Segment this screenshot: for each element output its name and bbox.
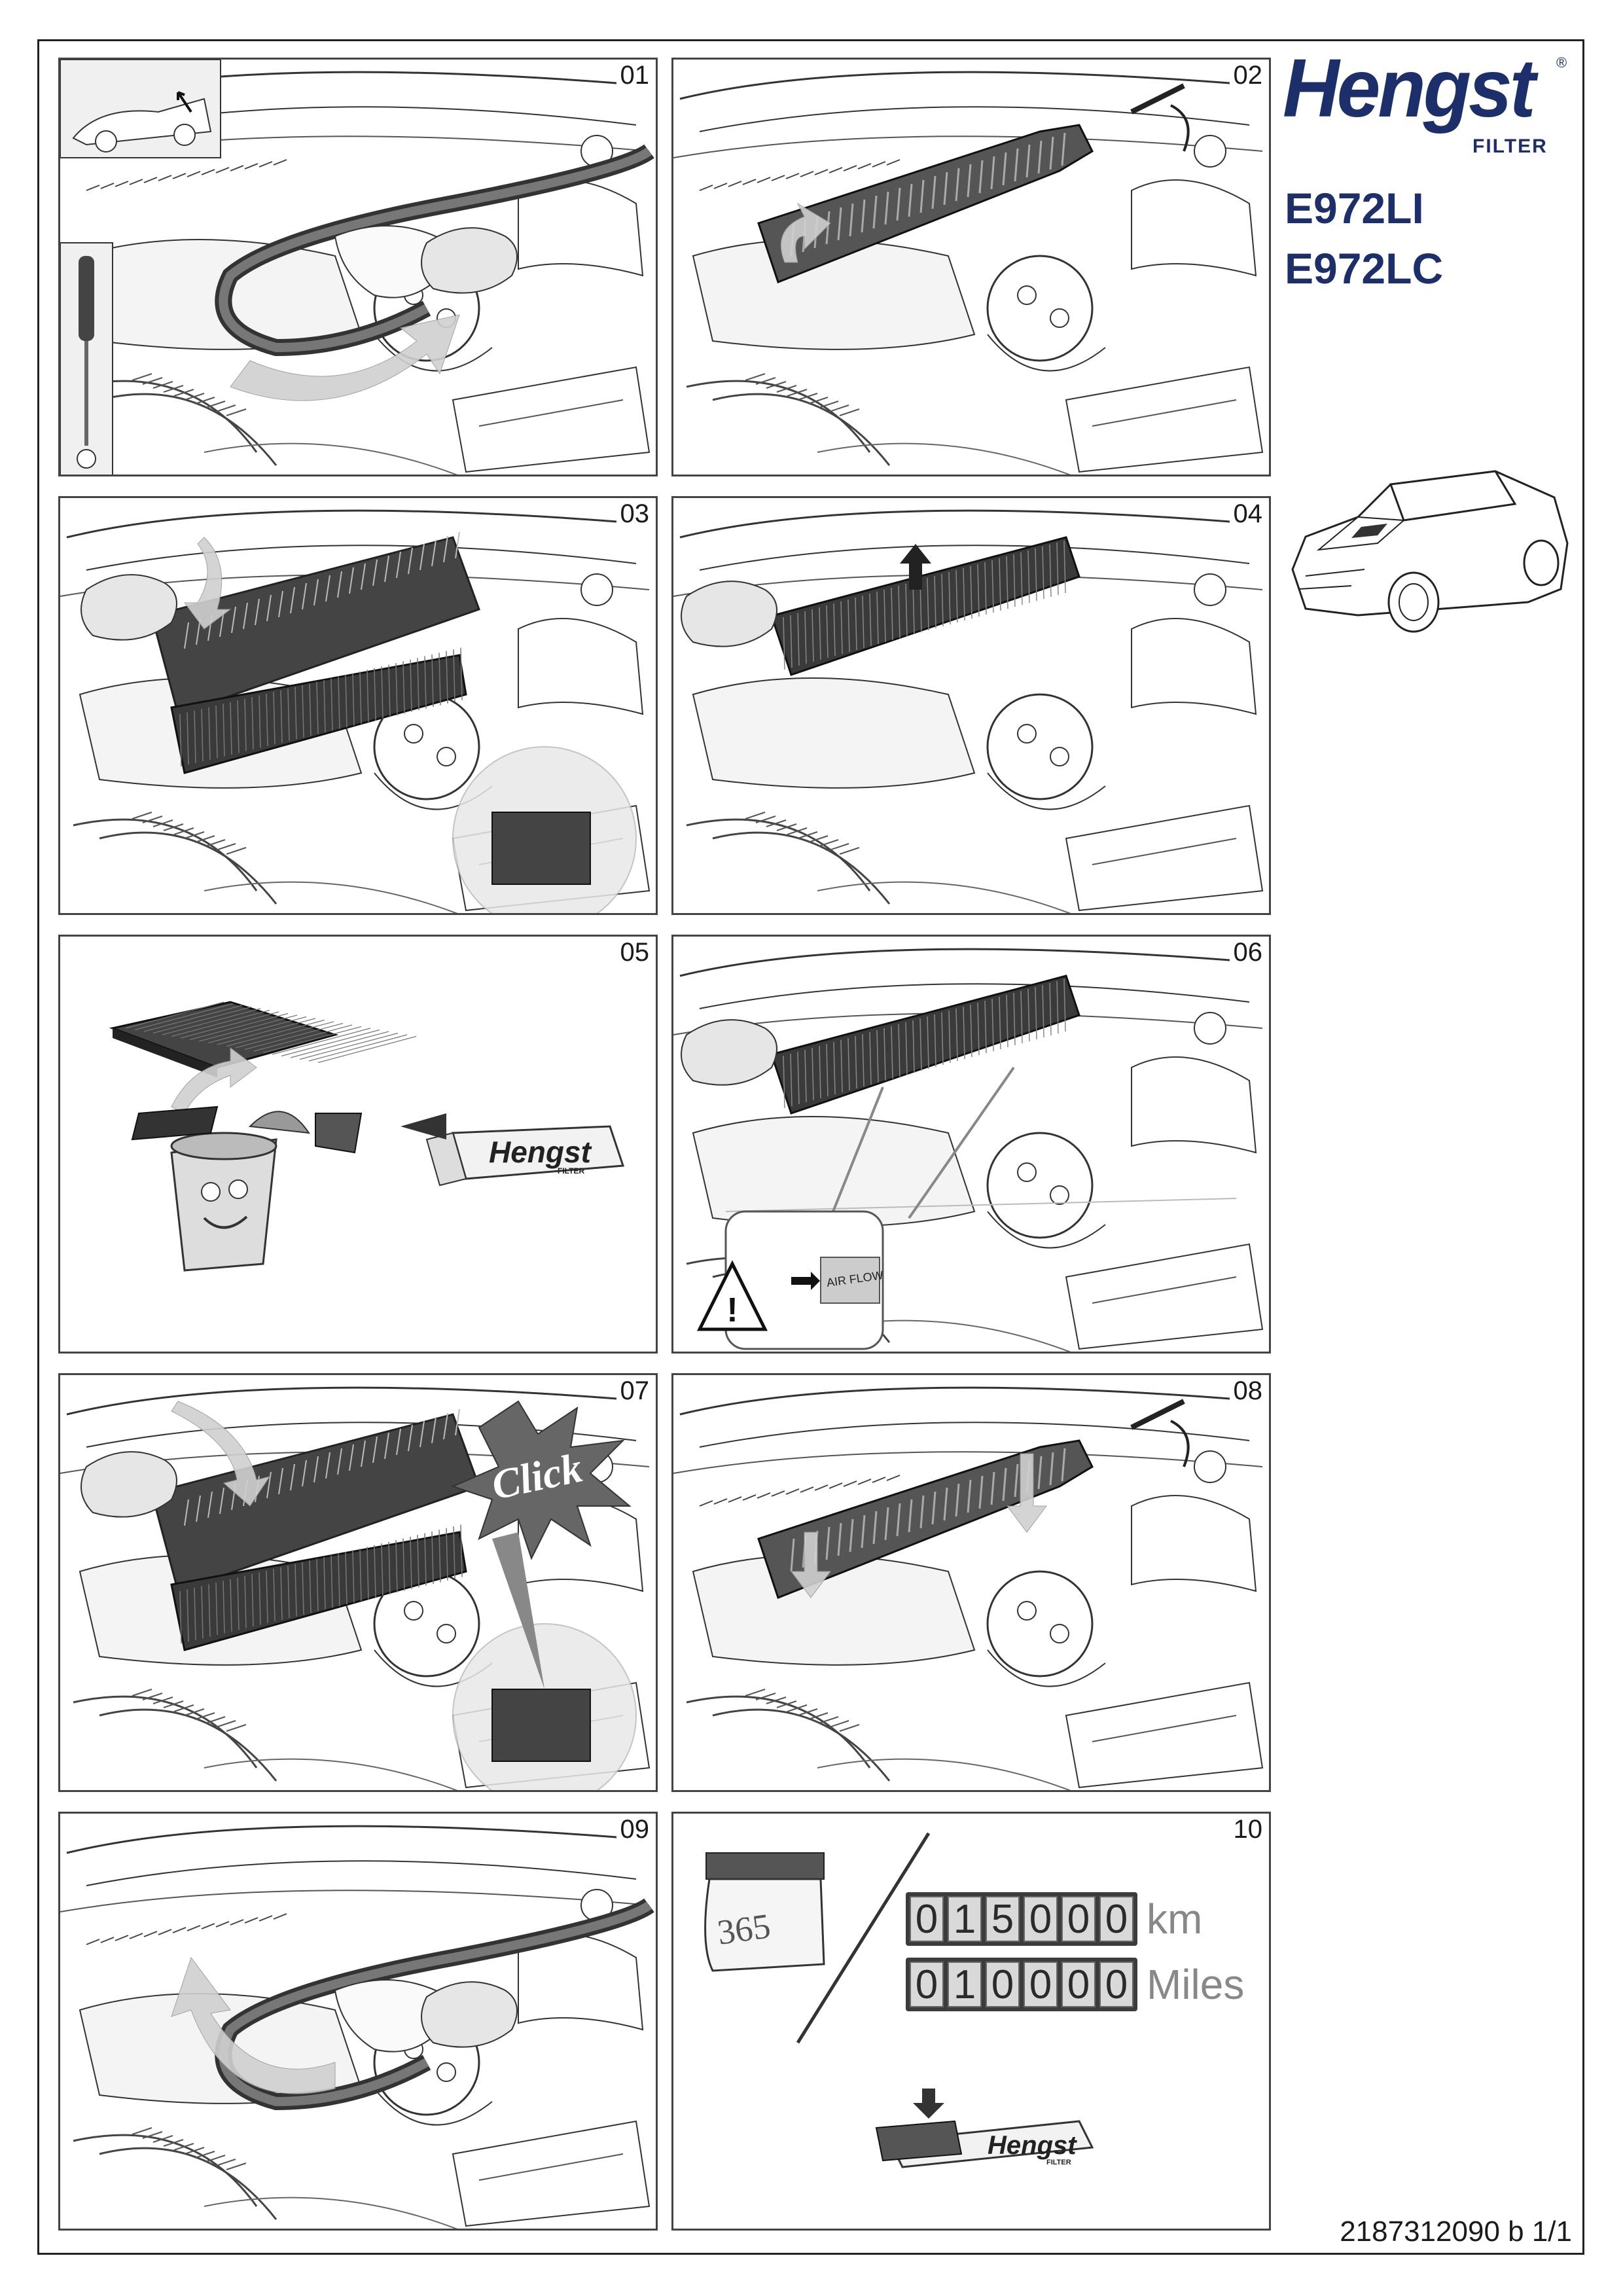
car-illustration	[1291, 470, 1569, 633]
page-frame	[37, 39, 1584, 2255]
odometer-digit: 0	[910, 1896, 944, 1942]
step-illustration-08	[673, 1386, 1264, 1790]
step-illustration-01	[60, 60, 654, 475]
step-number: 03	[616, 498, 653, 529]
odometer-digit: 0	[986, 1962, 1020, 2007]
odometer-digit: 5	[986, 1896, 1020, 1942]
step-number: 01	[616, 60, 653, 91]
step-illustration-09	[60, 1825, 654, 2229]
odometer-digit: 0	[1099, 1962, 1133, 2007]
step-number: 08	[1229, 1375, 1266, 1407]
step-illustration-02	[673, 71, 1264, 475]
calendar-days: 365	[715, 1906, 773, 1952]
svg-text:!: !	[726, 1291, 738, 1329]
product-code-2: E972LC	[1285, 244, 1444, 293]
box-logo-text: Hengst	[489, 1135, 592, 1169]
box-logo-sub: FILTER	[1046, 2159, 1071, 2166]
odometer-digit: 0	[1024, 1962, 1058, 2007]
product-code-1: E972LI	[1285, 184, 1424, 232]
odometer-digit: 0	[1099, 1896, 1133, 1942]
step-illustration-06: !AIR FLOW	[673, 948, 1264, 1352]
registered-mark: ®	[1556, 54, 1567, 71]
step-number: 10	[1229, 1814, 1266, 1845]
odometer-unit: km	[1147, 1895, 1203, 1943]
odometer-unit: Miles	[1147, 1961, 1245, 2008]
step-illustration-03	[60, 509, 651, 913]
step-panel-01: 01	[58, 58, 658, 476]
step-number: 09	[616, 1814, 653, 1845]
step-number: 02	[1229, 60, 1266, 91]
box-logo-text: Hengst	[988, 2131, 1077, 2160]
step-number: 05	[616, 937, 653, 968]
box-logo-sub: FILTER	[558, 1166, 584, 1175]
odometer-digit: 0	[1061, 1962, 1096, 2007]
step-number: 06	[1229, 937, 1266, 968]
odometer-digit: 0	[910, 1962, 944, 2007]
hengst-logo: Hengst ® FILTER	[1283, 42, 1577, 157]
step-panel-09: 09	[58, 1812, 658, 2231]
step-panel-08: 08	[671, 1373, 1271, 1792]
step-panel-03: 03	[58, 496, 658, 915]
step-panel-04: 04	[671, 496, 1271, 915]
document-number: 2187312090 b 1/1	[1340, 2215, 1572, 2248]
odometer-digit: 1	[948, 1962, 982, 2007]
step-illustration-04	[673, 509, 1264, 913]
step-panel-02: 02	[671, 58, 1271, 476]
step-illustration-07: Click	[60, 1386, 651, 1790]
odometer-digit: 0	[1061, 1896, 1096, 1942]
step-number: 04	[1229, 498, 1266, 529]
logo-subtext: FILTER	[1472, 135, 1548, 157]
step-number: 07	[616, 1375, 653, 1407]
logo-wordmark: Hengst	[1283, 42, 1536, 135]
odometer-digit: 1	[948, 1896, 982, 1942]
odometer-digit: 0	[1024, 1896, 1058, 1942]
